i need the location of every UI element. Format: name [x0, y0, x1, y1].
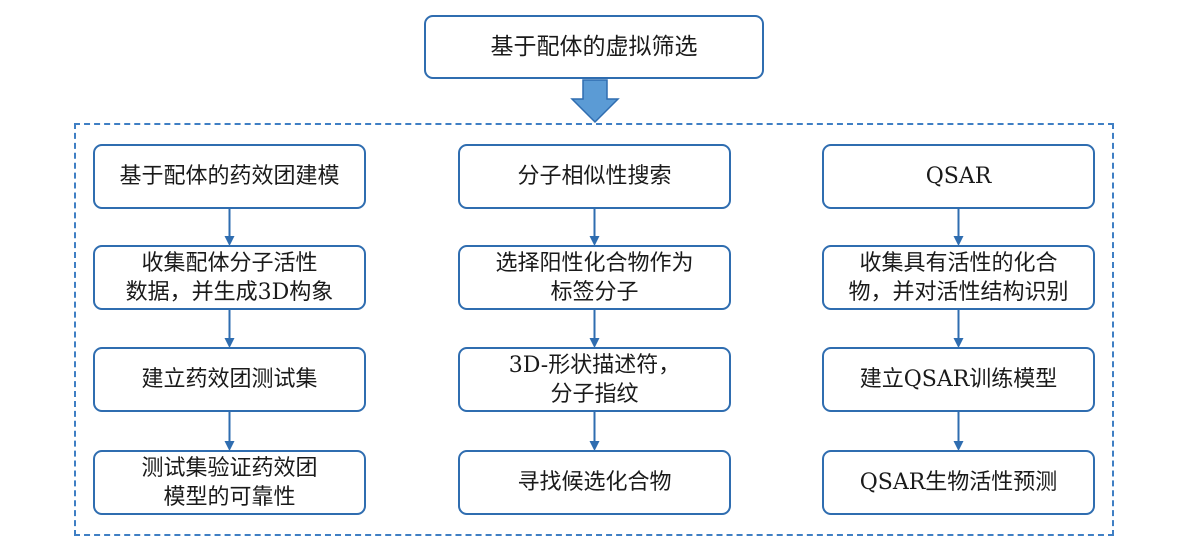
ligand-pharmacophore-step-3: 建立药效团测试集 [93, 347, 366, 412]
molecular-similarity-step-3: 3D-形状描述符， 分子指纹 [458, 347, 731, 412]
ligand-pharmacophore-step-2: 收集配体分子活性 数据，并生成3D构象 [93, 245, 366, 310]
molecular-similarity-step-4-label: 寻找候选化合物 [517, 470, 672, 495]
molecular-similarity-step-1: 分子相似性搜索 [458, 144, 731, 209]
ligand-pharmacophore-step-1-label: 基于配体的药效团建模 [119, 164, 340, 189]
qsar-step-4-label: QSAR生物活性预测 [859, 470, 1058, 495]
qsar-step-3: 建立QSAR训练模型 [822, 347, 1095, 412]
qsar-step-1: QSAR [822, 144, 1095, 209]
molecular-similarity-step-2: 选择阳性化合物作为 标签分子 [458, 245, 731, 310]
ligand-pharmacophore-step-2-label: 收集配体分子活性 数据，并生成3D构象 [125, 250, 334, 305]
top-node-label: 基于配体的虚拟筛选 [490, 33, 698, 60]
qsar-step-1-label: QSAR [925, 164, 992, 189]
qsar-step-2: 收集具有活性的化合 物，并对活性结构识别 [822, 245, 1095, 310]
ligand-pharmacophore-step-1: 基于配体的药效团建模 [93, 144, 366, 209]
ligand-pharmacophore-step-4-label: 测试集验证药效团 模型的可靠性 [141, 455, 318, 510]
molecular-similarity-step-1-label: 分子相似性搜索 [517, 164, 672, 189]
top-node: 基于配体的虚拟筛选 [424, 15, 764, 79]
ligand-pharmacophore-step-4: 测试集验证药效团 模型的可靠性 [93, 450, 366, 515]
molecular-similarity-step-2-label: 选择阳性化合物作为 标签分子 [495, 250, 694, 305]
molecular-similarity-step-3-label: 3D-形状描述符， 分子指纹 [508, 352, 681, 407]
ligand-pharmacophore-step-3-label: 建立药效团测试集 [141, 367, 318, 392]
molecular-similarity-step-4: 寻找候选化合物 [458, 450, 731, 515]
qsar-step-4: QSAR生物活性预测 [822, 450, 1095, 515]
qsar-step-3-label: 建立QSAR训练模型 [859, 367, 1058, 392]
methods-group-frame [74, 123, 1114, 536]
qsar-step-2-label: 收集具有活性的化合 物，并对活性结构识别 [848, 250, 1069, 305]
big-down-arrow [570, 79, 620, 124]
